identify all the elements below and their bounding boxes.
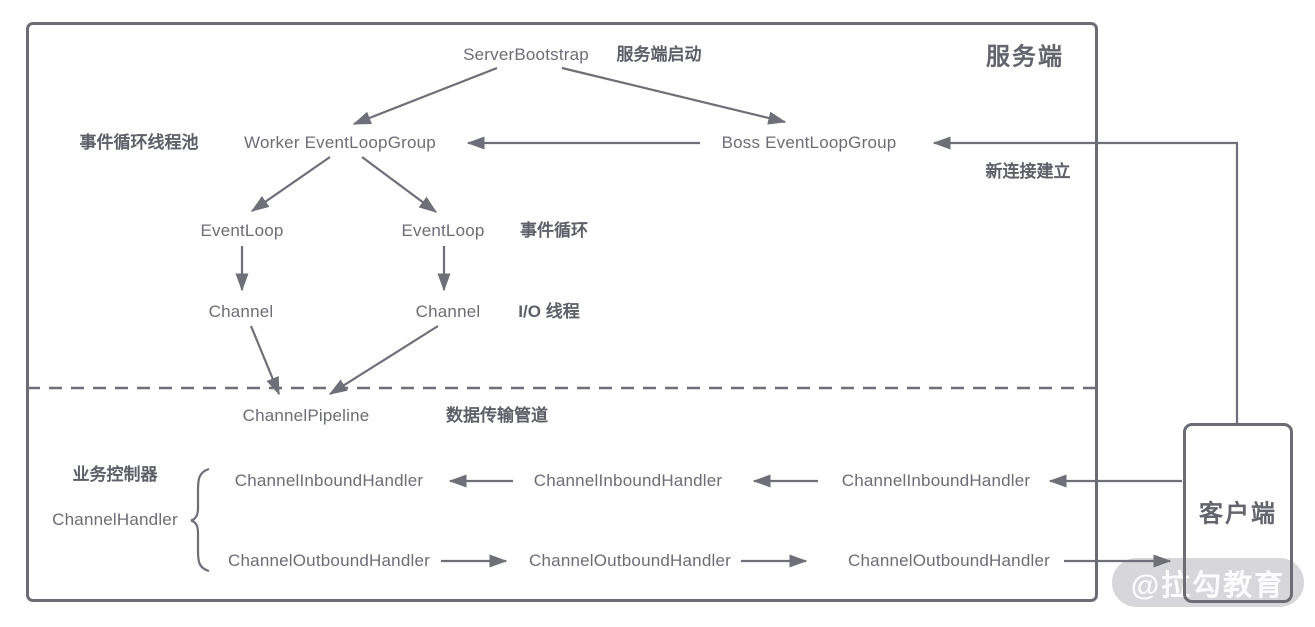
business-controller-note: 业务控制器: [72, 464, 158, 484]
arrow-bootstrap-to-boss: [561, 66, 787, 125]
arrow-channel-left-to-pipeline: [249, 325, 281, 396]
watermark-badge: @拉勾教育: [1112, 558, 1304, 607]
arrow-client-to-boss: [932, 136, 1239, 423]
server-title: 服务端: [986, 43, 1064, 71]
outbound-handler-1: ChannelOutboundHandler: [228, 550, 430, 570]
inbound-handler-3: ChannelInboundHandler: [841, 470, 1031, 490]
eventloop-right-label: EventLoop: [401, 220, 485, 240]
eventloop-left-label: EventLoop: [200, 220, 284, 240]
inbound-handler-1: ChannelInboundHandler: [234, 470, 424, 490]
arrow-worker-to-eventloop-left: [250, 156, 331, 212]
eventloop-note: 事件循环: [520, 220, 588, 240]
arrow-bootstrap-to-worker: [352, 66, 498, 126]
channelhandler-label: ChannelHandler: [52, 509, 178, 529]
pipeline-note: 数据传输管道: [446, 405, 548, 425]
arrow-worker-to-eventloop-right: [361, 156, 438, 213]
outbound-handler-3: ChannelOutboundHandler: [848, 550, 1050, 570]
boss-eventloopgroup-label: Boss EventLoopGroup: [721, 132, 897, 152]
server-bootstrap-label: ServerBootstrap: [463, 44, 589, 64]
new-connection-note: 新连接建立: [985, 161, 1071, 181]
eventloop-pool-note: 事件循环线程池: [79, 132, 199, 152]
channel-right-label: Channel: [415, 301, 481, 321]
watermark-text: @拉勾教育: [1130, 569, 1286, 602]
arrow-channel-right-to-pipeline: [328, 325, 439, 395]
channel-pipeline-label: ChannelPipeline: [242, 405, 370, 425]
outbound-handler-2: ChannelOutboundHandler: [529, 550, 731, 570]
server-bootstrap-note: 服务端启动: [616, 44, 702, 64]
worker-eventloopgroup-label: Worker EventLoopGroup: [244, 132, 436, 152]
io-thread-note: I/O 线程: [518, 301, 580, 321]
client-title: 客户端: [1199, 500, 1277, 528]
inbound-handler-2: ChannelInboundHandler: [533, 470, 723, 490]
channelhandler-brace: [190, 467, 210, 573]
channel-left-label: Channel: [208, 301, 274, 321]
